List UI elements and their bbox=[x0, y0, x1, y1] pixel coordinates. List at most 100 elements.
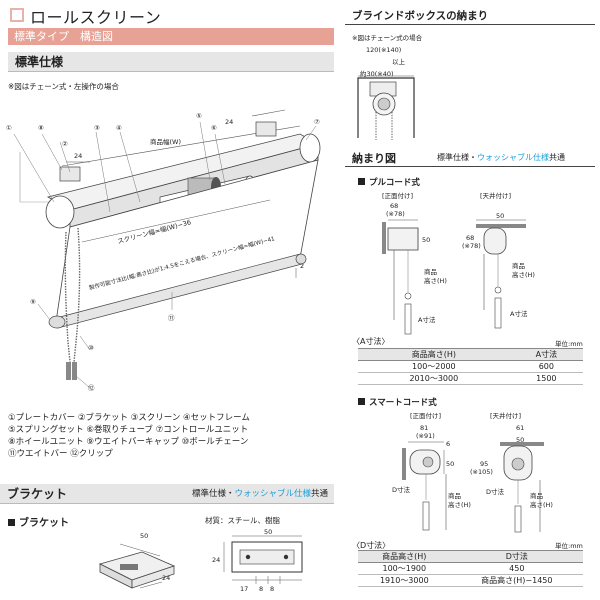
smart-d-dim-ceiling: D寸法 bbox=[486, 488, 505, 496]
fit-tag: 標準仕様・ウォッシャブル仕様共通 bbox=[437, 152, 565, 163]
smart-heading: スマートコード式 bbox=[358, 396, 437, 408]
callout-3: ③ bbox=[94, 124, 100, 132]
table-row: 1910〜3000 商品高さ(H)−1450 bbox=[358, 574, 583, 587]
smart-front-label: [正面付け] bbox=[410, 412, 442, 420]
bracket-plan-8b: 8 bbox=[270, 585, 275, 593]
table-row: 100〜2000 600 bbox=[358, 360, 583, 373]
legend-line-1: ①プレートカバー ②ブラケット ③スクリーン ④セットフレーム bbox=[8, 413, 250, 423]
callout-8: ⑧ bbox=[38, 124, 44, 132]
callout-4: ④ bbox=[116, 124, 122, 132]
bracket-tag-end: 共通 bbox=[310, 489, 328, 499]
pull-d68-ceiling: 68 bbox=[466, 234, 475, 242]
table-header: 商品高さ(H) D寸法 bbox=[358, 550, 583, 563]
structure-drawing bbox=[13, 109, 321, 389]
bracket-plan-8a: 8 bbox=[259, 585, 264, 593]
pull-a-dim-ceiling: A寸法 bbox=[510, 310, 528, 318]
blindbox-dim-top2: 以上 bbox=[392, 58, 405, 66]
table-cell: 100〜1900 bbox=[358, 562, 451, 575]
callout-1: ① bbox=[6, 124, 12, 132]
table-header-cell: A寸法 bbox=[509, 348, 583, 361]
legend-line-3: ⑧ホイールユニット ⑨ウエイトバーキャップ ⑩ボールチェーン bbox=[8, 437, 249, 447]
bracket-sub-text: ブラケット bbox=[19, 518, 69, 529]
table-header-cell: 商品高さ(H) bbox=[358, 348, 510, 361]
callout-5: ⑤ bbox=[196, 112, 202, 120]
fit-heading: 納まり図 bbox=[352, 152, 396, 165]
smart-table-title: 〈D寸法〉 bbox=[352, 541, 391, 550]
pull-heading: プルコード式 bbox=[358, 176, 420, 188]
smart-ceiling-label: [天井付け] bbox=[490, 412, 522, 420]
fit-tag-plain: 標準仕様・ bbox=[437, 153, 477, 162]
table-cell: 2010〜3000 bbox=[358, 372, 510, 385]
square-bullet-icon bbox=[358, 178, 365, 185]
blindbox-dim-top: 120(※140) bbox=[366, 46, 402, 54]
table-cell: 100〜2000 bbox=[358, 360, 510, 373]
pull-d50-ceiling: 50 bbox=[496, 212, 505, 220]
pull-heading-text: プルコード式 bbox=[369, 178, 420, 188]
bracket-tag: 標準仕様・ウォッシャブル仕様共通 bbox=[192, 484, 328, 503]
pull-table-title: 〈A寸法〉 bbox=[352, 337, 390, 346]
callout-7: ⑦ bbox=[314, 118, 320, 126]
bracket-plan-17: 17 bbox=[240, 585, 249, 593]
fit-tag-teal: ウォッシャブル仕様 bbox=[477, 153, 549, 162]
callout-6: ⑥ bbox=[211, 124, 217, 132]
smart-drawings bbox=[402, 441, 544, 533]
callout-11: ⑪ bbox=[168, 314, 175, 322]
pull-unit: 単位:mm bbox=[555, 340, 583, 348]
fit-rule bbox=[345, 166, 595, 167]
blindbox-dim-side: 約30(※40) bbox=[360, 70, 394, 78]
bracket-plan-drawing bbox=[223, 535, 303, 584]
callout-2: ② bbox=[62, 140, 68, 148]
smart-d50-front: 50 bbox=[446, 460, 455, 468]
smart-d105: (※105) bbox=[470, 468, 493, 476]
fit-tag-end: 共通 bbox=[549, 153, 565, 162]
bracket-plan-50: 50 bbox=[264, 528, 273, 536]
pull-height-front: 商品 高さ(H) bbox=[424, 268, 447, 285]
bracket-iso-drawing bbox=[98, 543, 176, 589]
page-title: ロールスクリーン bbox=[30, 8, 162, 27]
pull-ceiling-label: [天井付け] bbox=[480, 192, 512, 200]
dim-2: 2 bbox=[300, 262, 305, 270]
pull-front-label: [正面付け] bbox=[382, 192, 414, 200]
blindbox-rule bbox=[345, 24, 595, 25]
smart-d95: 95 bbox=[480, 460, 489, 468]
pull-a-table: 商品高さ(H) A寸法 100〜2000 600 2010〜3000 1500 bbox=[358, 348, 583, 385]
table-cell: 商品高さ(H)−1450 bbox=[450, 574, 583, 587]
table-cell: 450 bbox=[450, 562, 583, 575]
bracket-tag-teal: ウォッシャブル仕様 bbox=[234, 489, 311, 499]
table-header-cell: D寸法 bbox=[450, 550, 583, 563]
square-bullet-icon bbox=[8, 519, 15, 526]
pull-a-dim-front: A寸法 bbox=[418, 316, 436, 324]
parts-legend: ①プレートカバー ②ブラケット ③スクリーン ④セットフレーム ⑤スプリングセッ… bbox=[8, 412, 334, 460]
smart-d-dim-front: D寸法 bbox=[392, 486, 411, 494]
smart-d50-ceiling: 50 bbox=[516, 436, 525, 444]
smart-d-table: 商品高さ(H) D寸法 100〜1900 450 1910〜3000 商品高さ(… bbox=[358, 550, 583, 587]
dim-24-right: 24 bbox=[225, 118, 234, 126]
table-header-cell: 商品高さ(H) bbox=[358, 550, 451, 563]
bracket-material: 材質：スチール、樹脂 bbox=[205, 516, 280, 525]
pull-drawings bbox=[382, 219, 526, 335]
pull-d68: 68 bbox=[390, 202, 399, 210]
standard-heading: 標準仕様 bbox=[8, 52, 334, 72]
legend-line-2: ⑤スプリングセット ⑥巻取りチューブ ⑦コントロールユニット bbox=[8, 425, 249, 435]
smart-height-ceiling: 商品 高さ(H) bbox=[530, 492, 553, 509]
bracket-subheading: ブラケット bbox=[8, 514, 69, 529]
subtitle-bar: 標準タイプ 構造図 bbox=[8, 28, 334, 45]
callout-12: ⑫ bbox=[88, 384, 95, 392]
standard-note: ※図はチェーン式・左操作の場合 bbox=[8, 82, 119, 91]
bracket-tag-plain: 標準仕様・ bbox=[191, 489, 235, 499]
pull-d78: (※78) bbox=[386, 210, 405, 218]
smart-heading-text: スマートコード式 bbox=[369, 398, 437, 408]
title-square-icon bbox=[10, 8, 24, 22]
legend-line-4: ⑪ウエイトバー ⑫クリップ bbox=[8, 449, 113, 459]
smart-d81: 81 bbox=[420, 424, 429, 432]
blindbox-heading: ブラインドボックスの納まり bbox=[352, 10, 489, 22]
smart-d61: 61 bbox=[516, 424, 525, 432]
smart-unit: 単位:mm bbox=[555, 542, 583, 550]
table-row: 2010〜3000 1500 bbox=[358, 372, 583, 385]
table-cell: 600 bbox=[509, 360, 583, 373]
callout-9: ⑨ bbox=[30, 298, 36, 306]
smart-d91: (※91) bbox=[416, 432, 435, 440]
smart-height-front: 商品 高さ(H) bbox=[448, 492, 471, 509]
table-cell: 1910〜3000 bbox=[358, 574, 451, 587]
bracket-iso-24: 24 bbox=[162, 574, 171, 582]
